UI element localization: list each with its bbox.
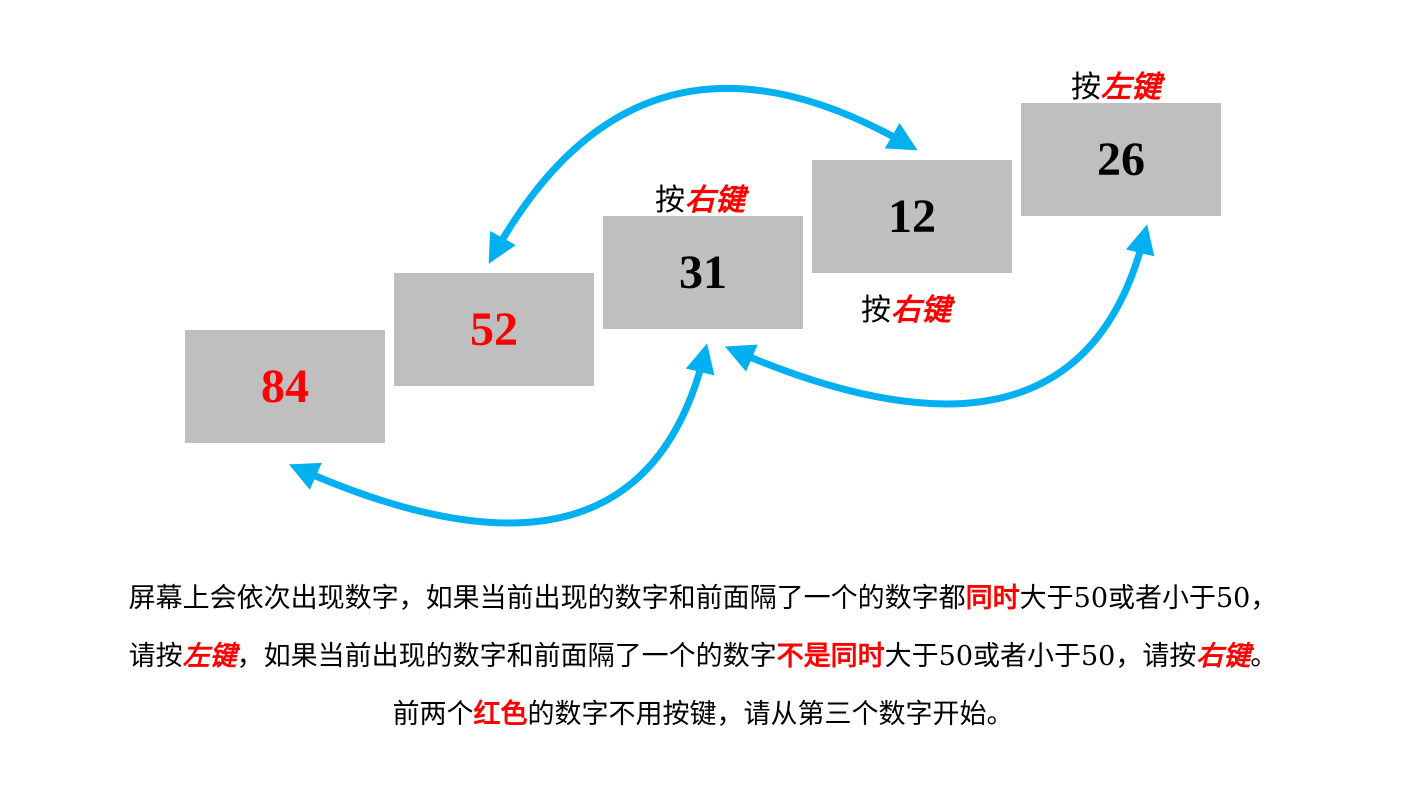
key-label-key: 右键 xyxy=(891,293,951,328)
text-segment: 的数字不用按键，请从第三个数字开始。 xyxy=(527,699,1014,730)
arrow-31-26 xyxy=(724,224,1155,408)
instruction-line-2: 请按左键，如果当前出现的数字和前面隔了一个的数字不是同时大于50或者小于50，请… xyxy=(0,634,1406,673)
text-segment: 大于50或者小于50， xyxy=(1019,583,1278,614)
highlight-text: 红色 xyxy=(473,699,528,730)
key-label-key: 右键 xyxy=(685,183,745,218)
highlight-text: 右键 xyxy=(1196,641,1251,672)
text-segment: ，如果当前出现的数字和前面隔了一个的数字 xyxy=(236,641,777,672)
highlight-text: 同时 xyxy=(965,583,1020,614)
key-label-prefix: 按 xyxy=(861,293,891,328)
number-box-4: 12 xyxy=(812,160,1012,273)
text-segment: 前两个 xyxy=(392,699,474,730)
highlight-text: 左键 xyxy=(182,641,237,672)
text-segment: 大于50或者小于50，请按 xyxy=(884,641,1197,672)
number-box-5: 26 xyxy=(1021,103,1221,216)
key-label-key: 左键 xyxy=(1101,70,1161,105)
instruction-line-3: 前两个红色的数字不用按键，请从第三个数字开始。 xyxy=(0,692,1406,731)
arrow-52-12 xyxy=(488,84,918,264)
key-label-box3: 按右键 xyxy=(655,175,745,219)
text-segment: 屏幕上会依次出现数字，如果当前出现的数字和前面隔了一个的数字都 xyxy=(128,583,966,614)
number-box-2: 52 xyxy=(394,273,594,386)
key-label-prefix: 按 xyxy=(655,183,685,218)
key-label-box5: 按左键 xyxy=(1071,62,1161,106)
number-box-3: 31 xyxy=(603,216,803,329)
key-label-prefix: 按 xyxy=(1071,70,1101,105)
key-label-box4: 按右键 xyxy=(861,285,951,329)
text-segment: 。 xyxy=(1250,641,1278,672)
instruction-line-1: 屏幕上会依次出现数字，如果当前出现的数字和前面隔了一个的数字都同时大于50或者小… xyxy=(0,576,1406,615)
text-segment: 请按 xyxy=(128,641,183,672)
number-box-1: 84 xyxy=(185,330,385,443)
arrow-84-31 xyxy=(288,343,715,527)
highlight-text: 不是同时 xyxy=(776,641,885,672)
